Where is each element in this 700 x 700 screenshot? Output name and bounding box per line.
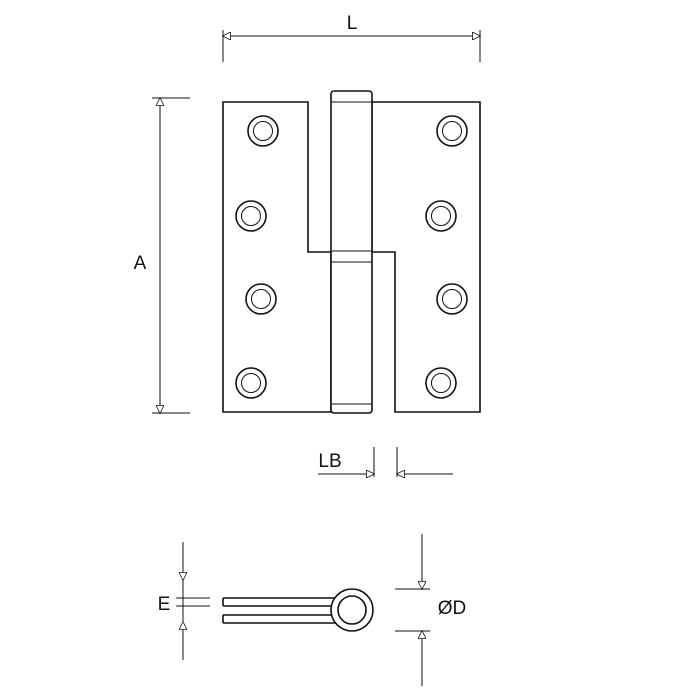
dimension-label-od: ØD <box>438 598 467 619</box>
screw-hole <box>235 367 267 399</box>
screw-hole <box>245 283 277 315</box>
hinge-barrel <box>330 90 373 414</box>
dimension-label-e: E <box>158 594 171 615</box>
screw-hole <box>436 115 468 147</box>
screw-hole <box>436 283 468 315</box>
dimension-label-l: L <box>347 13 358 34</box>
hinge-front-view <box>222 90 481 414</box>
dimension-label-a: A <box>134 253 147 274</box>
dimension-e: E <box>158 542 210 660</box>
dimension-l: L <box>223 13 480 62</box>
screw-hole <box>247 115 279 147</box>
barrel-outer-circle <box>330 588 374 632</box>
right-leaf <box>371 101 481 413</box>
screw-hole <box>235 200 267 232</box>
left-leaf-holes <box>235 115 279 399</box>
right-leaf-holes <box>425 115 468 399</box>
dimension-a: A <box>134 98 190 413</box>
screw-hole <box>425 367 457 399</box>
dimension-od: ØD <box>395 534 466 686</box>
dimension-lb: LB <box>318 447 453 477</box>
dimension-label-lb: LB <box>318 451 341 472</box>
barrel-body <box>330 90 373 414</box>
left-leaf <box>222 101 332 413</box>
screw-hole <box>425 200 457 232</box>
pin-circle <box>337 595 367 625</box>
hinge-section-view <box>222 588 374 632</box>
